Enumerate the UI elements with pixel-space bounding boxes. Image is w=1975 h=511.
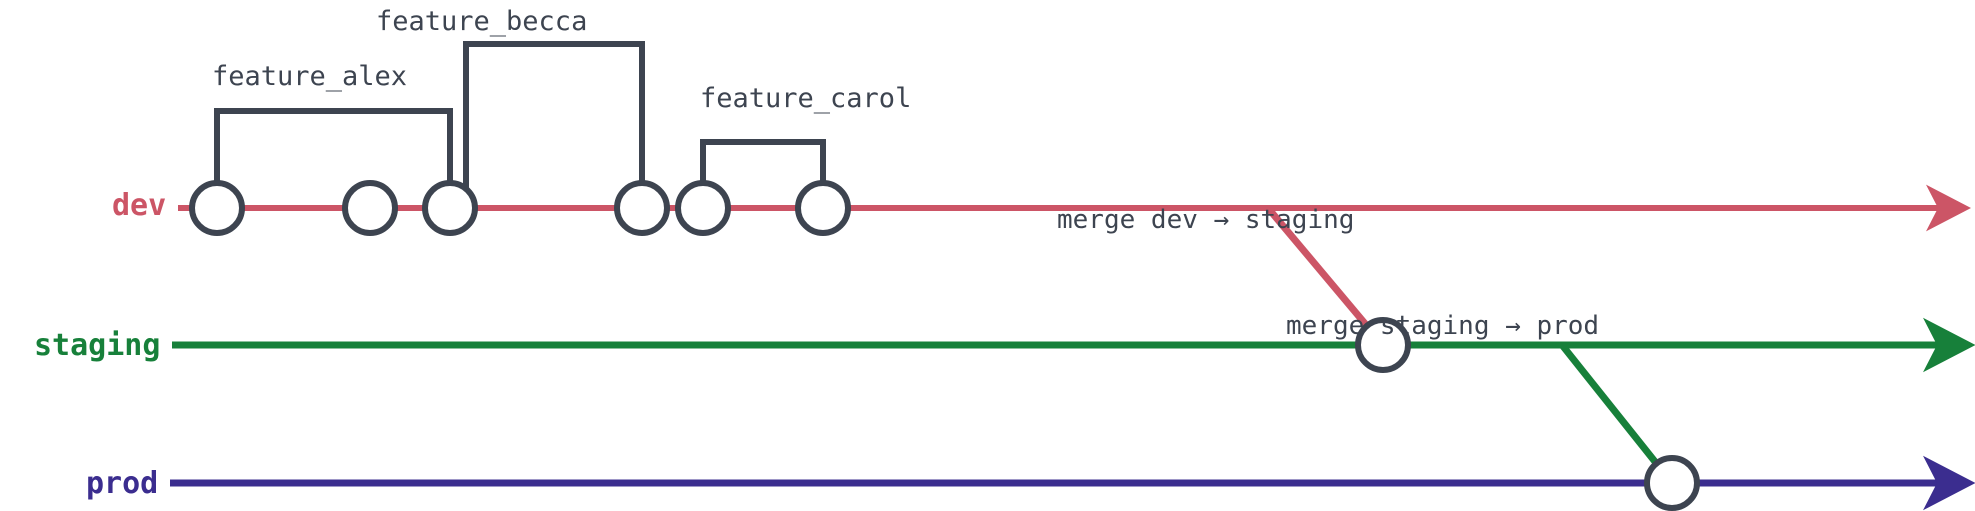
feature-bracket-carol: [700, 139, 826, 208]
merge-line-dev-to-staging: [1265, 205, 1386, 348]
branch-label-prod[interactable]: prod: [86, 466, 159, 501]
merge-label-dev-to-staging[interactable]: merge dev → staging: [1057, 205, 1355, 235]
feature-label-carol[interactable]: feature_carol: [700, 83, 912, 114]
commit-node[interactable]: [422, 180, 478, 236]
bracket-path-alex: [214, 108, 453, 208]
feature-label-alex[interactable]: feature_alex: [212, 61, 408, 92]
feature-bracket-becca: [463, 41, 645, 208]
commit-node[interactable]: [189, 180, 245, 236]
feature-label-becca[interactable]: feature_becca: [376, 6, 588, 37]
branch-label-dev[interactable]: dev: [112, 188, 167, 223]
merge-commit-node-staging[interactable]: [1355, 317, 1411, 373]
branch-label-staging[interactable]: staging: [34, 328, 161, 363]
merge-label-staging-to-prod[interactable]: merge staging → prod: [1286, 311, 1600, 341]
merge-commit-node-prod[interactable]: [1644, 455, 1700, 511]
commit-node[interactable]: [342, 180, 398, 236]
merge-line-staging-to-prod: [1559, 342, 1675, 486]
bracket-path-carol: [700, 139, 826, 208]
commit-node[interactable]: [675, 180, 731, 236]
bracket-path-becca: [463, 41, 645, 208]
commit-node[interactable]: [614, 180, 670, 236]
feature-bracket-alex: [214, 108, 453, 208]
commit-node[interactable]: [795, 180, 851, 236]
